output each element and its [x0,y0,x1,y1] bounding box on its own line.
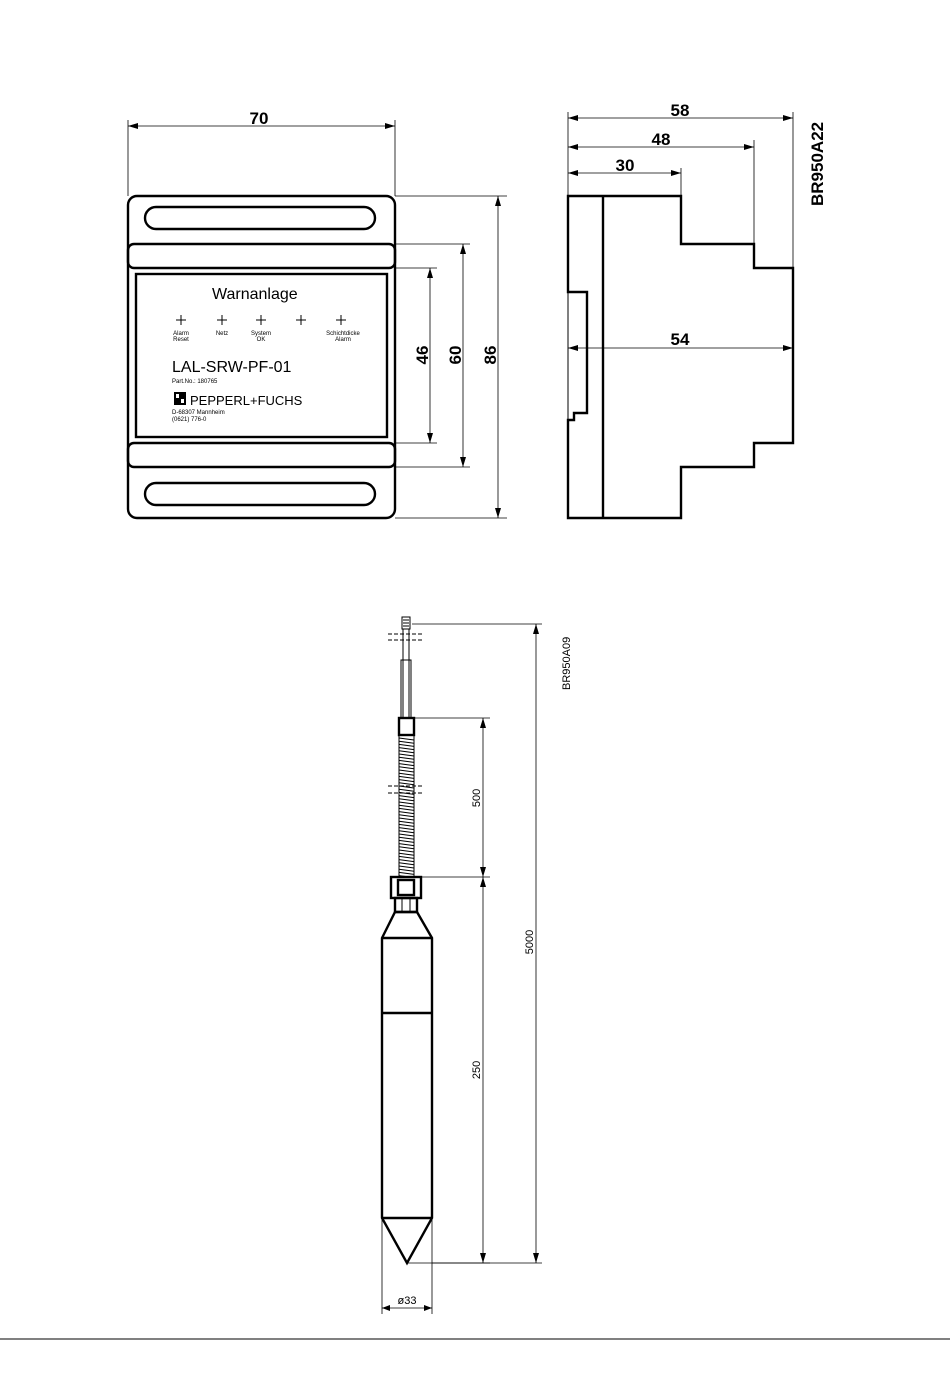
led-label-netz: Netz [216,331,228,337]
svg-text:70: 70 [250,109,269,128]
svg-text:46: 46 [413,346,432,365]
dimension-500: 500 [414,718,490,877]
brand-phone: (0621) 776-0 [172,417,207,423]
led-cross-icon [256,315,266,325]
led-indicators [176,315,346,325]
dimension-250: 250 [432,877,490,1263]
pepperl-fuchs-logo-icon [174,392,186,405]
dimension-46: 46 [395,268,437,443]
led-cross-icon [336,315,346,325]
panel-title: Warnanlage [212,286,298,303]
model-number: LAL-SRW-PF-01 [172,359,292,376]
dimension-30: 30 [568,156,681,196]
side-profile-outline [568,196,793,518]
svg-text:5000: 5000 [524,930,536,954]
dimension-48: 48 [568,130,754,244]
led-cross-icon [296,315,306,325]
dimension-70: 70 [128,109,395,196]
svg-text:48: 48 [652,130,671,149]
dimension-5000: 5000 [407,624,542,1263]
drawing-id-probe: BR950A09 [561,637,573,690]
svg-text:54: 54 [671,330,690,349]
brand-address: D-68307 Mannheim [172,410,225,416]
led-cross-icon [176,315,186,325]
svg-text:60: 60 [446,346,465,365]
svg-text:250: 250 [471,1061,483,1079]
svg-text:30: 30 [616,156,635,175]
brand-name: PEPPERL+FUCHS [190,393,303,408]
dimension-54: 54 [568,330,793,351]
probe-body [382,912,432,1263]
drawing-id-side: BR950A22 [808,122,827,206]
led-cross-icon [217,315,227,325]
part-number: Part.No.: 180765 [172,379,218,385]
svg-text:86: 86 [481,346,500,365]
probe-view: 500 250 5000 ø33 BR950A09 [382,617,573,1314]
housing-upper-band [128,244,395,268]
top-slot [145,207,375,229]
housing-lower-band [128,443,395,467]
svg-text:500: 500 [471,789,483,807]
svg-text:58: 58 [671,101,690,120]
spring-section [399,735,414,878]
bottom-slot [145,483,375,505]
svg-text:ø33: ø33 [398,1295,417,1307]
side-view: 58 48 30 54 BR950A22 [568,101,827,518]
